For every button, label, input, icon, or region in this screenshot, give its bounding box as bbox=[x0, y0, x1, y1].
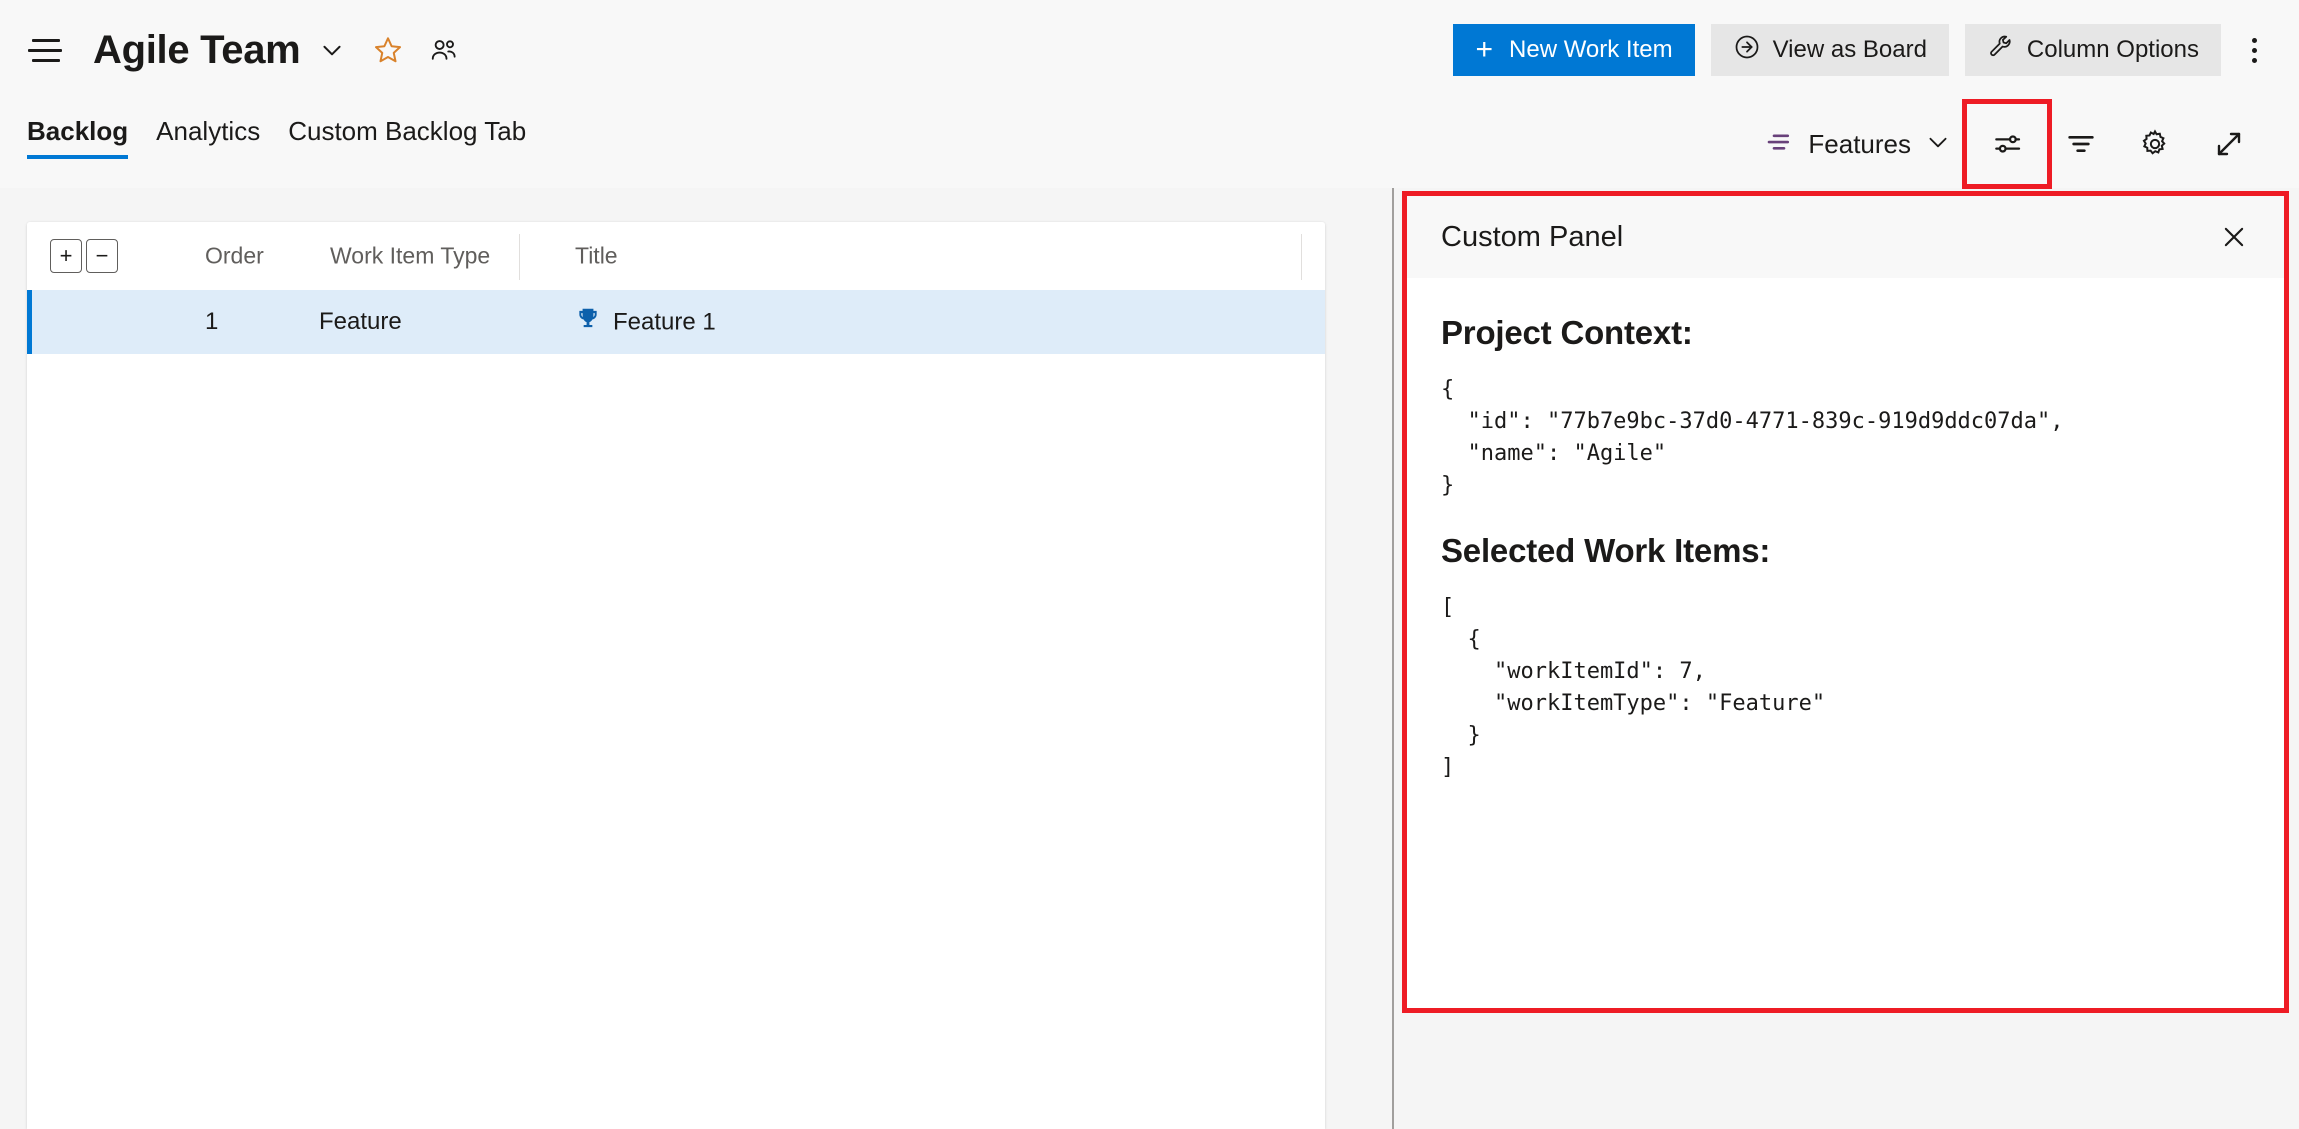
settings-gear-icon[interactable] bbox=[2129, 118, 2181, 170]
panel-splitter[interactable] bbox=[1392, 188, 1394, 1129]
header-actions: + New Work Item View as Board Column Opt… bbox=[1453, 0, 2299, 100]
cell-title-text: Feature 1 bbox=[613, 308, 716, 335]
tab-custom-backlog-tab[interactable]: Custom Backlog Tab bbox=[288, 116, 527, 146]
people-icon[interactable] bbox=[427, 33, 461, 67]
row-selection-accent bbox=[27, 290, 32, 354]
custom-panel-header: Custom Panel bbox=[1407, 196, 2284, 278]
tab-strip: Backlog Analytics Custom Backlog Tab Fea… bbox=[0, 99, 2299, 189]
chevron-down-icon[interactable] bbox=[319, 37, 345, 63]
expand-all-button[interactable]: + bbox=[50, 239, 82, 273]
column-header-order[interactable]: Order bbox=[205, 242, 264, 269]
column-divider[interactable] bbox=[519, 234, 520, 280]
features-level-label: Features bbox=[1808, 128, 1911, 159]
collapse-all-button[interactable]: − bbox=[86, 239, 118, 273]
project-context-code: { "id": "77b7e9bc-37d0-4771-839c-919d9dd… bbox=[1441, 377, 2064, 498]
filter-icon[interactable] bbox=[2055, 118, 2107, 170]
new-work-item-label: New Work Item bbox=[1509, 36, 1673, 63]
app-header: Agile Team + New Work Item bbox=[0, 0, 2299, 100]
column-options-button[interactable]: Column Options bbox=[1964, 24, 2221, 76]
expand-collapse-group: + − bbox=[50, 239, 118, 273]
star-icon[interactable] bbox=[371, 33, 405, 67]
hamburger-icon[interactable] bbox=[26, 30, 66, 70]
tab-list: Backlog Analytics Custom Backlog Tab bbox=[27, 116, 540, 159]
trophy-icon bbox=[575, 306, 601, 339]
view-as-board-button[interactable]: View as Board bbox=[1710, 24, 1949, 76]
view-options-icon[interactable] bbox=[1962, 99, 2052, 189]
cell-order: 1 bbox=[205, 308, 219, 335]
column-header-work-item-type[interactable]: Work Item Type bbox=[330, 242, 491, 269]
kebab-menu-icon[interactable] bbox=[2237, 24, 2271, 76]
wrench-icon bbox=[1987, 33, 2015, 68]
tab-backlog[interactable]: Backlog bbox=[27, 116, 142, 159]
column-divider[interactable] bbox=[1301, 234, 1302, 280]
custom-panel-body: Project Context: { "id": "77b7e9bc-37d0-… bbox=[1407, 278, 2284, 1008]
backlog-levels-icon bbox=[1764, 127, 1794, 162]
cell-work-item-type: Feature bbox=[319, 308, 402, 335]
backlog-grid: + − Order Work Item Type Title 1 Feature… bbox=[27, 222, 1325, 1129]
chevron-down-icon bbox=[1925, 129, 1951, 160]
plus-icon: + bbox=[1475, 33, 1494, 66]
features-level-picker[interactable]: Features bbox=[1758, 119, 1957, 170]
arrow-circle-right-icon bbox=[1733, 33, 1761, 68]
fullscreen-expand-icon[interactable] bbox=[2203, 118, 2255, 170]
column-options-label: Column Options bbox=[2026, 36, 2199, 63]
column-header-title[interactable]: Title bbox=[575, 242, 618, 269]
table-row[interactable]: 1 Feature Feature 1 bbox=[27, 290, 1325, 354]
grid-header-row: + − Order Work Item Type Title bbox=[27, 222, 1325, 290]
page-title: Agile Team bbox=[93, 27, 301, 72]
project-context-heading: Project Context: bbox=[1441, 314, 1693, 351]
tab-analytics[interactable]: Analytics bbox=[156, 116, 261, 146]
backlog-toolbar: Features bbox=[1758, 99, 2299, 189]
close-icon[interactable] bbox=[2212, 215, 2256, 259]
new-work-item-button[interactable]: + New Work Item bbox=[1453, 24, 1695, 76]
selected-work-items-code: [ { "workItemId": 7, "workItemType": "Fe… bbox=[1441, 595, 1826, 780]
custom-panel-title: Custom Panel bbox=[1441, 220, 1624, 253]
cell-title: Feature 1 bbox=[575, 306, 716, 339]
custom-panel: Custom Panel Project Context: { "id": "7… bbox=[1402, 191, 2289, 1013]
selected-work-items-heading: Selected Work Items: bbox=[1441, 532, 1771, 569]
view-as-board-label: View as Board bbox=[1772, 36, 1927, 63]
